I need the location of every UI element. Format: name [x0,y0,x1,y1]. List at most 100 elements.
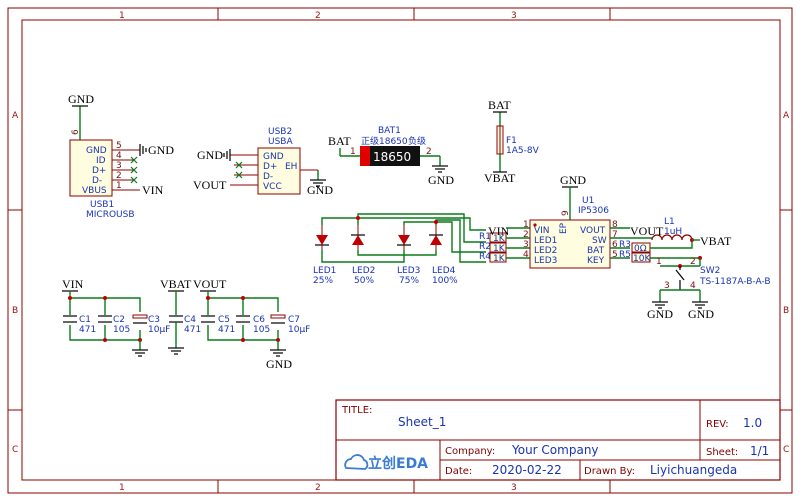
usb1-pin6: 6 [71,129,81,135]
led3-ref: LED3 [397,266,420,276]
u1-pin-vout: VOUT [580,226,606,236]
grid-col-3-bottom: 3 [511,483,517,493]
sw2-switch[interactable]: 1 2 SW2 TS-1187A-B-A-B 3 4 GND GND [647,256,771,321]
u1-value: IP5306 [578,206,609,216]
usb1-pin-num: 1 [116,181,122,191]
sw2-pin4: 4 [690,281,696,291]
net-label-gnd: GND [68,92,94,106]
c1-ref: C1 [79,315,91,325]
sheet-title: Sheet_1 [398,415,446,429]
usb2-ref: USB2 [268,127,292,137]
u1-pin-key: KEY [587,256,605,266]
net-label-gnd: GND [266,357,292,371]
net-label-gnd: GND [428,173,454,187]
bat1-ref: BAT1 [378,126,401,136]
c5-value: 471 [218,325,235,335]
usb2-eh: EH [285,162,297,172]
company-value: Your Company [511,443,599,457]
date-label: Date: [445,466,472,477]
u1-pin-num: 6 [612,240,618,250]
net-label-gnd: GND [197,148,223,162]
sheet-label: Sheet: [706,447,738,458]
l1-value: 1uH [664,227,682,237]
usb1-pin-name: GND [86,146,107,156]
u1-pin-num: 8 [612,220,618,230]
net-label-bat: BAT [488,98,511,112]
led3[interactable]: LED3 75% [397,225,420,286]
u1-pin-led2: LED2 [534,246,557,256]
r5[interactable]: 10K [631,252,651,264]
l1-inductor[interactable]: L1 1uH VBAT [651,217,732,248]
grid-row-b-right: B [783,306,789,316]
l1-ref: L1 [664,217,675,227]
grid-col-2: 2 [315,11,321,21]
usb1-pin-num: 4 [116,151,122,161]
usb1-pin-name: ID [96,156,106,166]
led4[interactable]: LED4 100% [429,225,458,286]
usb2-pin-name: GND [263,152,284,162]
u1-ip5306[interactable]: GND U1 IP5306 9 EP VIN LED1 LED2 LED3 1 … [523,173,664,269]
bat1-chinese-right: 负级 [408,135,426,147]
led-array: LED1 25% LED2 50% LED3 75% LED4 100% [313,213,486,286]
usb1-pin-num: 2 [116,171,122,181]
f1-fuse[interactable]: BAT F1 1A5-8V VBAT [484,98,540,185]
r5-value: 10K [633,254,651,264]
u1-pin-num: 2 [523,230,529,240]
u1-pin-num: 1 [523,220,529,230]
c6-value: 105 [253,325,270,335]
u1-pin-num: 7 [612,230,618,240]
bat1-battery[interactable]: BAT BAT1 正级 18650 负级 18650 1 2 GND [328,126,454,187]
c2-ref: C2 [113,315,125,325]
usb1-pin-name: D- [92,176,102,186]
led2-percent: 50% [354,276,374,286]
led2[interactable]: LED2 50% [351,225,375,286]
led1-ref: LED1 [313,266,336,276]
grid-col-1-bottom: 1 [119,483,125,493]
c3-ref: C3 [148,315,160,325]
net-label-gnd: GND [647,307,673,321]
net-label-gnd: GND [560,173,586,187]
c6-ref: C6 [253,315,265,325]
eda-logo: 立创EDA [344,454,428,472]
net-label-vout: VOUT [193,277,227,291]
u1-ref: U1 [582,196,594,206]
c5-ref: C5 [218,315,230,325]
r3-value: 0Ω [634,244,647,254]
drawn-by-value: Liyichuangeda [650,463,737,477]
eda-logo-text: 立创EDA [368,455,428,472]
net-label-vin: VIN [488,224,510,238]
u1-pin-vin: VIN [534,226,550,236]
net-label-gnd: GND [148,143,174,157]
sw2-value: TS-1187A-B-A-B [699,277,771,287]
title-block: TITLE: Sheet_1 REV: 1.0 Company: Your Co… [335,399,781,481]
bat1-label: 18650 [373,150,411,164]
bat1-pin2: 2 [426,147,432,157]
led2-ref: LED2 [352,266,375,276]
grid-row-a-right: A [783,111,790,121]
r3[interactable]: 0Ω [631,242,651,254]
drawn-by-label: Drawn By: [584,466,635,477]
sw2-pin2: 2 [690,257,696,267]
usb2-connector[interactable]: USB2 USBA GND D+ D- VCC EH GND VOUT GND [193,127,333,197]
usb1-pin-num: 3 [116,161,122,171]
date-value: 2020-02-22 [492,463,562,477]
grid-row-c: C [12,445,18,455]
u1-pin-num: 5 [612,250,618,260]
net-label-vbat: VBAT [484,171,516,185]
f1-ref: F1 [506,136,517,146]
usb1-connector[interactable]: GND 6 GND ID D+ D- VBUS 5 4 3 2 1 GND VI… [68,92,174,220]
c4-ref: C4 [184,315,196,325]
net-label-vout: VOUT [193,178,227,192]
led1[interactable]: LED1 25% [313,225,336,286]
company-label: Company: [445,446,495,457]
rev-label: REV: [706,419,729,430]
